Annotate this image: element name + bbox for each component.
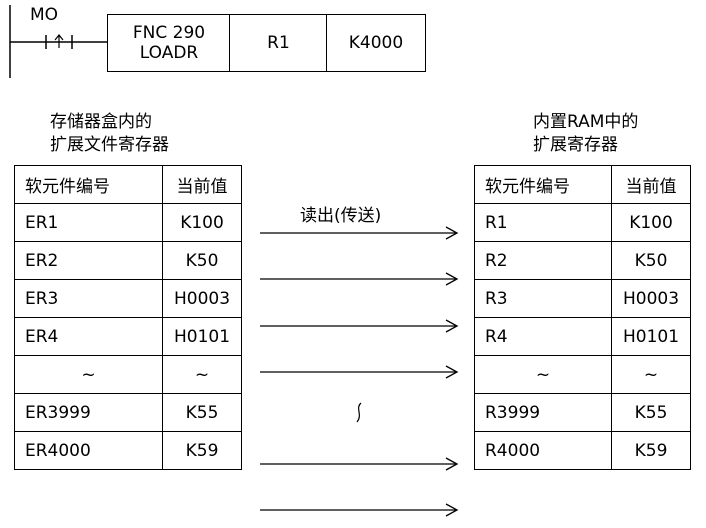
header-device-number: 软元件编号	[14, 165, 163, 204]
right-caption-line2: 扩展寄存器	[533, 135, 618, 155]
header-current-value: 当前值	[162, 165, 242, 204]
transfer-arrow	[260, 364, 460, 379]
fnc-number: FNC 290	[132, 23, 206, 43]
ellipsis-row: ~~	[14, 355, 242, 394]
transfer-arrow	[260, 225, 460, 240]
header-current-value: 当前值	[611, 165, 691, 204]
device-cell: ER4	[14, 317, 163, 356]
device-cell: R1	[474, 203, 612, 242]
transfer-arrow	[260, 318, 460, 333]
operand1-box: R1	[229, 14, 328, 72]
value-cell: K55	[162, 393, 242, 432]
transfer-arrow	[260, 502, 460, 517]
value-cell: K100	[162, 203, 242, 242]
fnc-mnemonic: LOADR	[139, 43, 199, 63]
value-cell: K59	[162, 431, 242, 470]
omission-mark-icon: ~	[14, 355, 163, 394]
value-cell: K50	[611, 241, 691, 280]
value-cell: K59	[611, 431, 691, 470]
value-cell: K100	[611, 203, 691, 242]
ladder-rung	[9, 5, 107, 78]
value-cell: H0101	[611, 317, 691, 356]
omission-mark-icon: ~	[474, 355, 612, 394]
device-cell: ER1	[14, 203, 163, 242]
value-cell: H0003	[162, 279, 242, 318]
value-cell: H0101	[162, 317, 242, 356]
device-cell: ER3	[14, 279, 163, 318]
transfer-arrow	[260, 271, 460, 286]
value-cell: K50	[162, 241, 242, 280]
value-cell: K55	[611, 393, 691, 432]
left-caption-line1: 存储器盒内的	[50, 112, 152, 132]
table-header-row: 软元件编号 当前值	[474, 165, 691, 204]
header-device-number: 软元件编号	[474, 165, 612, 204]
contact-label: MO	[30, 5, 59, 25]
device-cell: R4	[474, 317, 612, 356]
omission-mark-icon	[352, 401, 366, 425]
ellipsis-row: ~~	[474, 355, 691, 394]
value-cell: H0003	[611, 279, 691, 318]
table-header-row: 软元件编号 当前值	[14, 165, 242, 204]
device-cell: ER4000	[14, 431, 163, 470]
omission-mark-icon: ~	[611, 355, 691, 394]
right-caption-line1: 内置RAM中的	[533, 112, 639, 132]
device-cell: ER3999	[14, 393, 163, 432]
left-caption-line2: 扩展文件寄存器	[50, 135, 169, 155]
transfer-label: 读出(传送)	[300, 206, 382, 226]
transfer-arrow	[260, 456, 460, 471]
device-cell: ER2	[14, 241, 163, 280]
device-cell: R3	[474, 279, 612, 318]
device-cell: R2	[474, 241, 612, 280]
omission-mark-icon: ~	[162, 355, 242, 394]
pulse-arrow-head	[54, 34, 64, 41]
fnc-instruction-box: FNC 290 LOADR	[107, 14, 231, 72]
operand2-box: K4000	[326, 14, 426, 72]
device-cell: R4000	[474, 431, 612, 470]
device-cell: R3999	[474, 393, 612, 432]
